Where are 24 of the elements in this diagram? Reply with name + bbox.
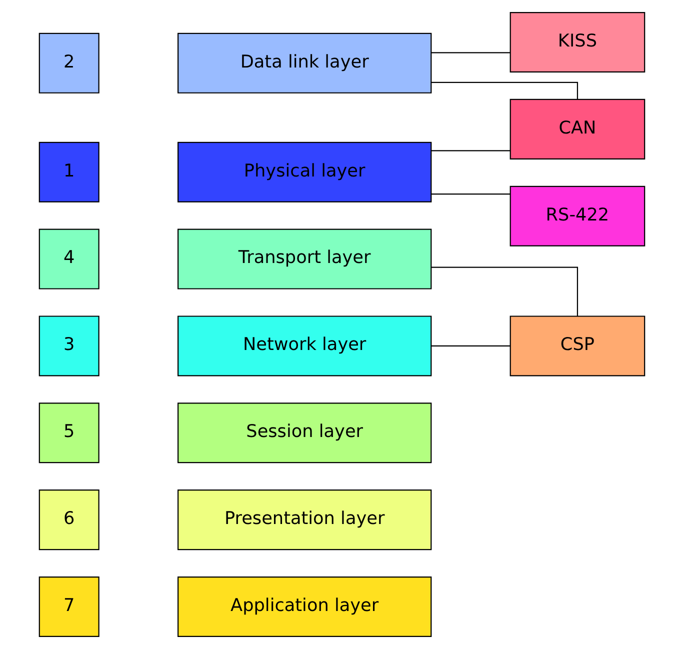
- node-box: CAN: [510, 98, 646, 160]
- node-box: 1: [38, 142, 100, 202]
- node-box: Session layer: [178, 402, 432, 464]
- connector: [431, 345, 510, 346]
- node-box: Transport layer: [178, 228, 432, 290]
- node-box: Physical layer: [178, 142, 432, 202]
- node-box: RS-422: [510, 186, 646, 246]
- node-box: 7: [38, 576, 100, 637]
- node-box: KISS: [510, 12, 646, 73]
- node-box: 3: [38, 316, 100, 376]
- node-box: 6: [38, 490, 100, 550]
- node-box: Data link layer: [178, 32, 432, 94]
- node-box: 5: [38, 402, 100, 464]
- connector: [431, 150, 510, 152]
- node-box: Presentation layer: [178, 490, 432, 550]
- node-box: CSP: [510, 316, 646, 376]
- node-box: 2: [38, 32, 100, 94]
- node-box: Network layer: [178, 316, 432, 376]
- connector: [431, 194, 510, 195]
- connector: [431, 266, 578, 316]
- node-box: Application layer: [178, 576, 432, 637]
- connector: [431, 52, 510, 54]
- connector: [431, 82, 578, 100]
- node-box: 4: [38, 228, 100, 290]
